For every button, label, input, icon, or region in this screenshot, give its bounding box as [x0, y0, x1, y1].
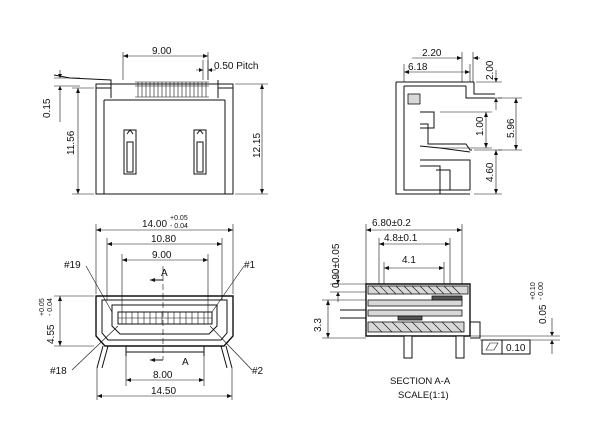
- dim-1-00-label: 1.00: [475, 116, 486, 136]
- side-dim-5-96: 5.96: [498, 97, 522, 151]
- pin-19-label: #19: [64, 260, 81, 271]
- top-view-latch-right: [193, 129, 207, 175]
- section-dim-4-1: 4.1: [383, 255, 445, 284]
- side-view-body: [395, 81, 495, 195]
- top-dim-pitch: 0.50 Pitch: [196, 60, 258, 80]
- section-dim-0-90: 0.90±0.05: [330, 243, 366, 302]
- dim-12-15-label: 12.15: [252, 133, 263, 158]
- section-view: 0.10 6.80±0.2 4.8±0.1 4.1 0.90±0.05 3.3: [313, 218, 560, 401]
- tol-14-upper: +0.05: [170, 215, 188, 222]
- section-dim-3-3: 3.3: [313, 299, 366, 339]
- dim-0-15-label: 0.15: [42, 98, 53, 118]
- dim-9-00-front-label: 9.00: [152, 250, 172, 261]
- side-dim-2-20: 2.20: [412, 48, 480, 82]
- tol-005-upper: +0.10: [530, 282, 537, 300]
- side-dim-2-00: 2.00: [476, 60, 502, 110]
- side-dim-1-00: 1.00: [440, 111, 492, 149]
- dim-4-1-label: 4.1: [402, 255, 416, 266]
- top-dim-9-00: 9.00: [122, 46, 209, 80]
- top-view-latch-left: [123, 129, 137, 175]
- dim-5-96-label: 5.96: [506, 118, 517, 138]
- pin-2-leader: [209, 325, 253, 371]
- dim-4-60-label: 4.60: [485, 162, 496, 182]
- dim-2-20-label: 2.20: [422, 48, 442, 59]
- side-view: 2.20 6.18 2.00 1.00 5.96 4.60: [395, 48, 522, 195]
- section-view-body: [340, 283, 481, 359]
- front-dim-14-50: 14.50: [96, 368, 233, 400]
- dim-2-00-label: 2.00: [485, 60, 496, 80]
- dim-4-55-label: 4.55: [46, 324, 57, 344]
- dim-10-80-label: 10.80: [151, 234, 176, 245]
- flatness-value: 0.10: [506, 343, 526, 354]
- front-dim-10-80: 10.80: [106, 234, 223, 300]
- section-mark-bottom: A: [182, 357, 189, 368]
- tol-14-lower: - 0.04: [170, 223, 188, 230]
- side-dim-6-18: 6.18: [403, 62, 471, 82]
- tol-005-lower: - 0.00: [538, 282, 545, 300]
- dim-4-8-label: 4.8±0.1: [384, 233, 418, 244]
- dim-3-3-label: 3.3: [313, 318, 324, 332]
- front-dim-8-00: 8.00: [125, 356, 205, 386]
- pin-18-leader: [71, 325, 119, 371]
- pin-1-label: #1: [244, 260, 256, 271]
- dim-0-05-label: 0.05: [538, 304, 549, 324]
- top-view: 9.00 0.50 Pitch 0.15 11.56 12.15: [42, 46, 268, 195]
- top-dim-11-56: 11.56: [66, 87, 94, 195]
- section-dim-6-80: 6.80±0.2: [365, 218, 463, 284]
- front-dim-9-00: 9.00: [121, 250, 209, 312]
- top-view-body: [53, 74, 234, 195]
- dim-11-56-label: 11.56: [66, 130, 77, 155]
- pin-18-label: #18: [50, 366, 67, 377]
- section-dim-0-05: 0.05 +0.10 - 0.00: [470, 282, 560, 354]
- pin-1-leader: [211, 265, 245, 313]
- front-dim-14-00: 14.00 +0.05 - 0.04: [95, 215, 234, 294]
- top-dim-12-15: 12.15: [235, 83, 268, 195]
- dim-6-80-label: 6.80±0.2: [372, 218, 411, 229]
- tol-455-upper: +0.05: [39, 298, 46, 316]
- dim-0-90-label: 0.90±0.05: [331, 243, 342, 288]
- front-view: A A #19 #1 #18 #2 14.00 +0.05 - 0.04 10.…: [39, 215, 264, 400]
- dim-14-00-label: 14.00: [142, 219, 167, 230]
- section-caption-scale: SCALE(1:1): [398, 390, 449, 401]
- dim-8-00-label: 8.00: [153, 370, 173, 381]
- section-dim-4-8: 4.8±0.1: [378, 233, 451, 284]
- front-view-body: [95, 295, 234, 369]
- side-dim-4-60: 4.60: [474, 149, 502, 195]
- dim-9-00-label: 9.00: [152, 46, 172, 57]
- pin-2-label: #2: [252, 366, 264, 377]
- front-dim-4-55: 4.55 +0.05 - 0.04: [39, 295, 94, 347]
- dim-6-18-label: 6.18: [408, 62, 428, 73]
- dim-14-50-label: 14.50: [151, 386, 176, 397]
- pin-19-leader: [85, 265, 113, 313]
- flatness-callout: 0.10: [481, 339, 531, 355]
- section-caption-title: SECTION A-A: [390, 376, 451, 387]
- section-line-a: A A: [150, 266, 189, 368]
- tol-455-lower: - 0.04: [47, 298, 54, 316]
- top-dim-0-15: 0.15: [42, 70, 80, 122]
- section-mark-top: A: [161, 268, 168, 279]
- pitch-label: 0.50 Pitch: [214, 61, 258, 72]
